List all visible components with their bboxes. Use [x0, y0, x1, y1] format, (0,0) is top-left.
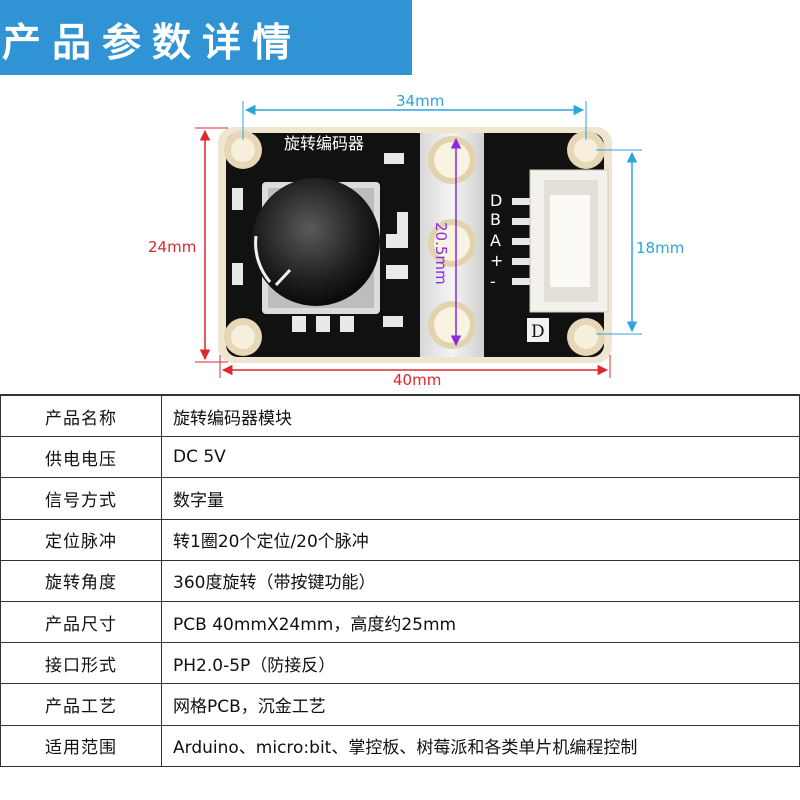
pin-label-a: A [490, 231, 501, 250]
table-row: 适用范围 Arduino、micro:bit、掌控板、树莓派和各类单片机编程控制 [0, 724, 800, 767]
encoder-knob [252, 178, 380, 306]
spec-value: 网格PCB，沉金工艺 [161, 683, 800, 726]
dim-label-right: 18mm [636, 239, 684, 257]
table-row: 产品尺寸 PCB 40mmX24mm，高度约25mm [0, 600, 800, 644]
spec-label: 产品名称 [0, 394, 162, 438]
section-banner: 产品参数详情 [0, 0, 412, 75]
product-diagram: 旋转编码器 D B A + - D 34mm [148, 92, 684, 389]
spec-value: PCB 40mmX24mm，高度约25mm [161, 600, 800, 644]
pin-labels: D B A + - [490, 191, 503, 291]
dim-label-left: 24mm [148, 238, 196, 256]
spec-value: Arduino、micro:bit、掌控板、树莓派和各类单片机编程控制 [161, 724, 800, 767]
spec-label: 产品尺寸 [0, 600, 162, 644]
pin-label-b: B [490, 210, 501, 229]
table-row: 接口形式 PH2.0-5P（防接反） [0, 642, 800, 685]
spec-table: 产品名称 旋转编码器模块 供电电压 DC 5V 信号方式 数字量 定位脉冲 转1… [0, 394, 800, 767]
pin-label-d: D [490, 191, 502, 210]
board-silk-title: 旋转编码器 [284, 134, 364, 153]
spec-label: 旋转角度 [0, 559, 162, 602]
spec-label: 定位脉冲 [0, 518, 162, 561]
dim-label-holes: 20.5mm [432, 222, 450, 285]
table-row: 供电电压 DC 5V [0, 436, 800, 479]
table-row: 产品名称 旋转编码器模块 [0, 394, 800, 438]
mounting-holes [224, 131, 605, 356]
table-row: 产品工艺 网格PCB，沉金工艺 [0, 683, 800, 726]
spec-label: 供电电压 [0, 436, 162, 479]
spec-label: 信号方式 [0, 477, 162, 520]
section-title: 产品参数详情 [2, 21, 303, 66]
pin-label-plus: + [490, 251, 503, 270]
ph-connector [529, 169, 609, 313]
spec-label: 产品工艺 [0, 683, 162, 726]
spec-value: PH2.0-5P（防接反） [161, 642, 800, 685]
spec-value: 旋转编码器模块 [161, 394, 800, 438]
dim-label-top: 34mm [396, 92, 444, 110]
dim-label-bottom: 40mm [393, 371, 441, 389]
spec-label: 接口形式 [0, 642, 162, 685]
spec-value: 转1圈20个定位/20个脉冲 [161, 518, 800, 561]
table-row: 旋转角度 360度旋转（带按键功能） [0, 559, 800, 602]
table-row: 定位脉冲 转1圈20个定位/20个脉冲 [0, 518, 800, 561]
pin-label-minus: - [490, 272, 496, 291]
spec-value: DC 5V [161, 436, 800, 479]
spec-value: 数字量 [161, 477, 800, 520]
corner-mark: D [531, 322, 545, 342]
table-row: 信号方式 数字量 [0, 477, 800, 520]
spec-label: 适用范围 [0, 724, 162, 767]
smd-components [232, 153, 408, 327]
spec-value: 360度旋转（带按键功能） [161, 559, 800, 602]
